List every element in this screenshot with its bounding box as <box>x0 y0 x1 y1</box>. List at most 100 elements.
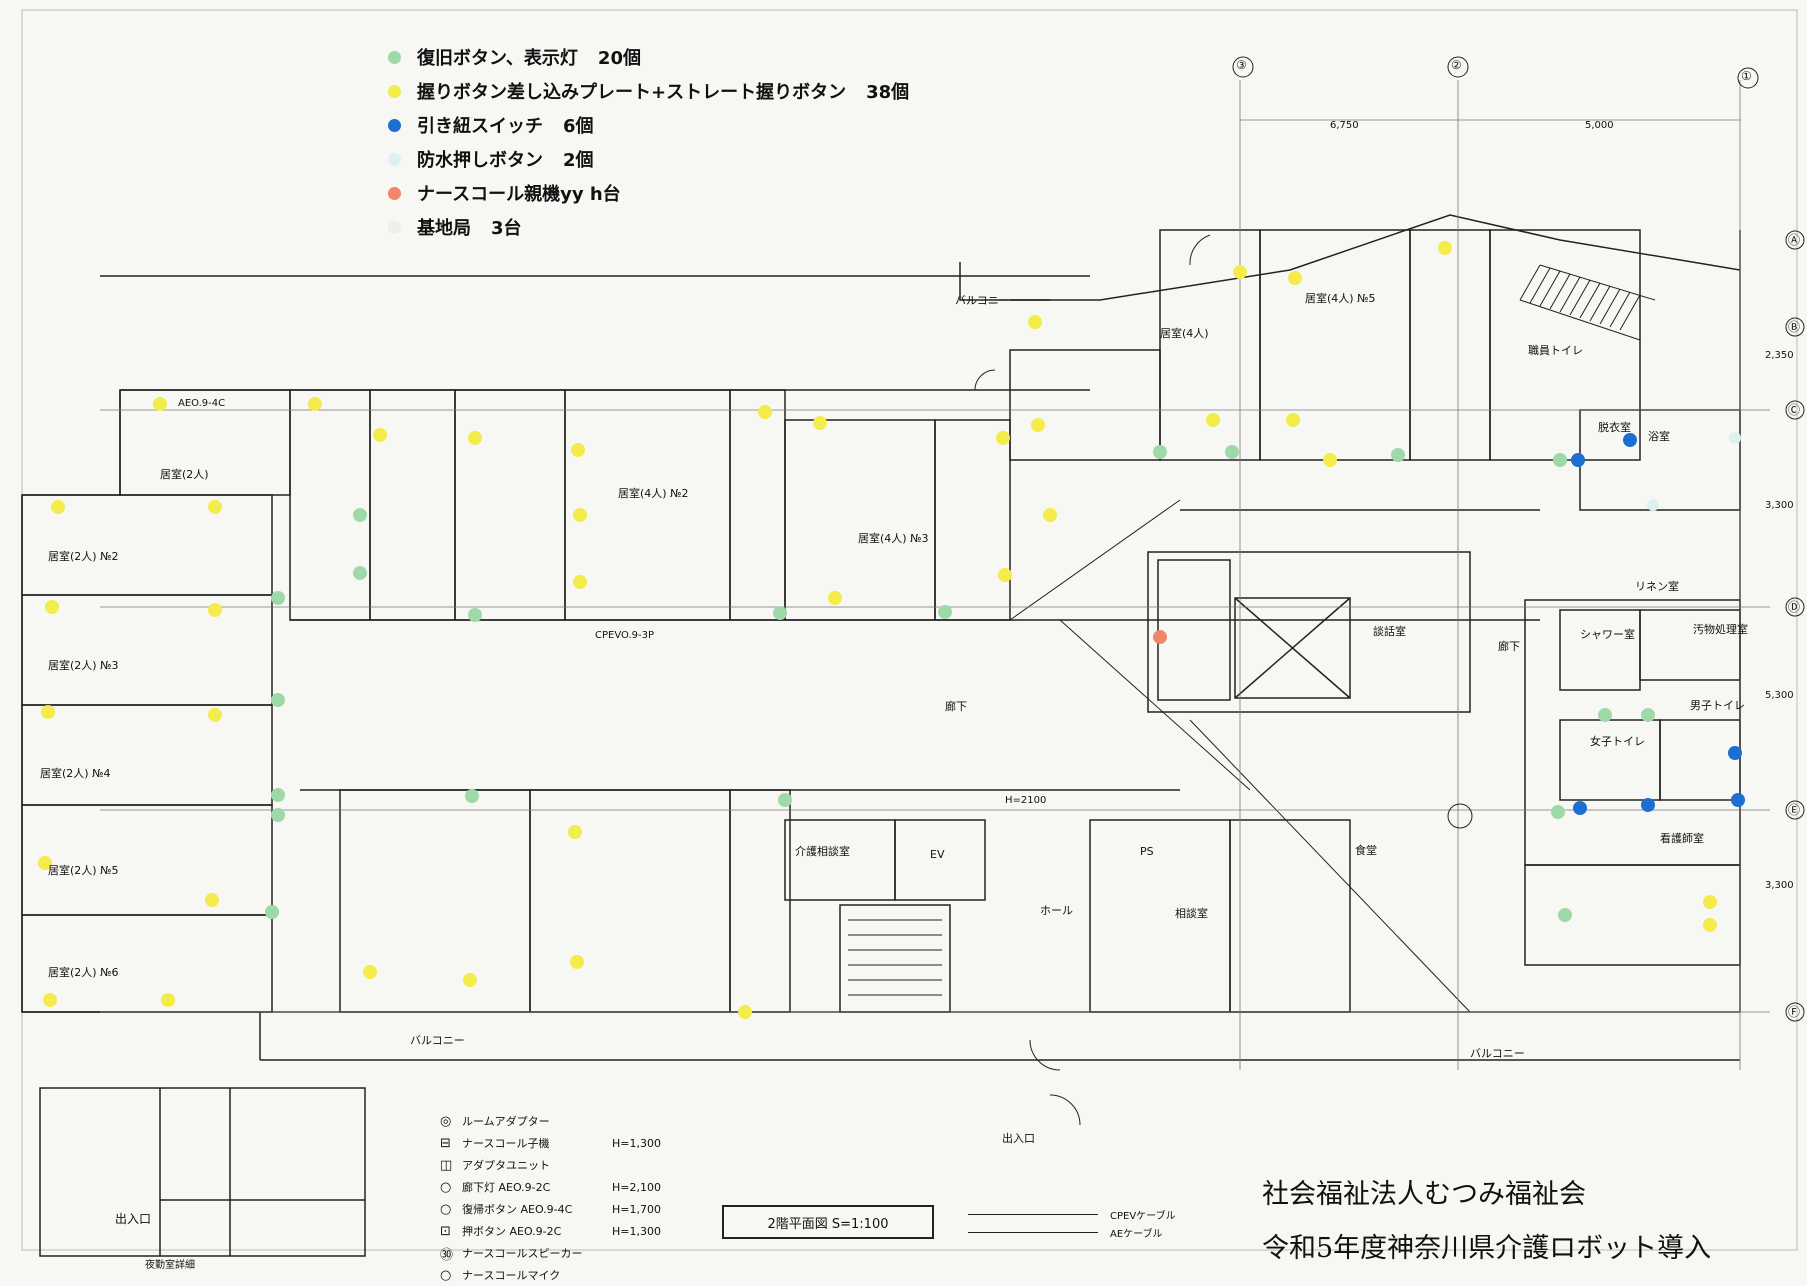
symbol-legend-symbol: ○ <box>440 1201 452 1217</box>
room-label: 居室(4人) №2 <box>618 487 689 500</box>
symbol-legend-name: ルームアダプター <box>462 1115 550 1128</box>
room-label: EV <box>930 848 945 861</box>
legend-label: 引き紐スイッチ <box>417 116 543 137</box>
room-label: バルコニー <box>410 1034 465 1047</box>
grid-axis-label: ② <box>1451 58 1462 72</box>
legend-dot-icon <box>388 220 401 234</box>
room-label: 相談室 <box>1175 907 1208 920</box>
cable-note: AEO.9-4C <box>178 398 226 409</box>
equipment-legend: 復旧ボタン、表示灯 20個握りボタン差し込みプレート+ストレート握りボタン 38個引… <box>388 40 909 244</box>
symbol-legend-item: ⊡ 押ボタン AEO.9-2C H=1,300 <box>440 1220 661 1242</box>
room-label: バルコニー <box>1470 1047 1525 1060</box>
room-label: バルコニー <box>955 294 1010 307</box>
room-label: 脱衣室 <box>1598 421 1631 434</box>
legend-count: 38個 <box>866 82 910 103</box>
legend-count: 3台 <box>491 218 522 239</box>
room-label: 職員トイレ <box>1528 344 1583 357</box>
legend-label: 握りボタン差し込みプレート+ストレート握りボタン <box>417 82 847 103</box>
dimension-label: 2,350 <box>1765 350 1794 361</box>
symbol-legend-name: ナースコールスピーカー <box>462 1247 583 1260</box>
room-label: PS <box>1140 845 1154 858</box>
legend-count: 20個 <box>597 48 641 69</box>
legend-item: 復旧ボタン、表示灯 20個 <box>388 40 909 74</box>
cable-note: CPEVO.9-3P <box>595 630 655 641</box>
room-label: 談話室 <box>1373 625 1406 638</box>
symbol-legend-symbol: ○ <box>440 1179 452 1195</box>
symbol-legend-item: ⊟ ナースコール子機 H=1,300 <box>440 1132 661 1154</box>
room-label: 介護相談室 <box>795 845 850 858</box>
grid-axis-label: Ⓑ <box>1788 320 1801 334</box>
grid-axis-label: Ⓒ <box>1788 403 1801 417</box>
cable-type: AEケーブル <box>1110 1228 1163 1240</box>
symbol-legend-item: ◎ルームアダプター <box>440 1110 661 1132</box>
legend-count: 6個 <box>563 116 594 137</box>
room-label: 浴室 <box>1648 430 1670 443</box>
symbol-legend-symbol: ◫ <box>440 1157 453 1173</box>
symbol-legend-height: H=1,300 <box>612 1136 661 1150</box>
room-label: 食堂 <box>1355 844 1377 857</box>
room-label: 居室(2人) <box>160 468 209 481</box>
room-label: 居室(4人) №3 <box>858 532 929 545</box>
symbol-legend-height: H=2,100 <box>612 1180 661 1194</box>
room-label: 居室(4人) <box>1160 327 1209 340</box>
grid-axis-label: Ⓕ <box>1788 1005 1801 1019</box>
symbol-legend: ◎ルームアダプター ⊟ ナースコール子機 H=1,300 ◫ アダプタユニット ○廊下灯 A… <box>440 1110 661 1286</box>
dimension-label: 5,000 <box>1585 120 1614 131</box>
legend-dot-icon <box>388 118 401 132</box>
room-label: 居室(2人) №6 <box>48 966 119 979</box>
room-label: 居室(2人) №2 <box>48 550 119 563</box>
room-label: 汚物処理室 <box>1693 623 1748 636</box>
room-label: 居室(2人) №3 <box>48 659 119 672</box>
cable-type: CPEVケーブル <box>1110 1210 1176 1222</box>
room-label: 看護師室 <box>1660 832 1704 845</box>
symbol-legend-name: ナースコールマイク <box>462 1269 561 1282</box>
grid-axis-label: ① <box>1741 69 1752 83</box>
legend-count: 2個 <box>563 150 594 171</box>
detail-caption: 夜勤室詳細 <box>145 1260 195 1271</box>
grid-axis-label: Ⓓ <box>1788 600 1801 614</box>
legend-item: 防水押しボタン 2個 <box>388 142 909 176</box>
grid-axis-label: Ⓔ <box>1788 803 1801 817</box>
symbol-legend-symbol: ㉚ <box>440 1247 454 1263</box>
plan-title: 2階平面図 S=1:100 <box>722 1205 934 1239</box>
legend-dot-icon <box>388 84 401 98</box>
dimension-label: 3,300 <box>1765 500 1794 511</box>
height-note: H=2100 <box>1005 795 1047 806</box>
document-subtitle: 令和5年度神奈川県介護ロボット導入 <box>1262 1233 1712 1264</box>
room-label: リネン室 <box>1635 580 1679 593</box>
legend-dot-icon <box>388 152 401 166</box>
legend-item: ナースコール親機yy h台 <box>388 176 909 210</box>
symbol-legend-name: ナースコール子機 <box>462 1137 550 1150</box>
cable-legend: CPEVケーブル AEケーブル <box>968 1205 1176 1241</box>
entrance-label: 出入口 <box>115 1212 152 1226</box>
legend-dot-icon <box>388 50 401 64</box>
legend-label: 基地局 <box>417 218 471 239</box>
legend-item: 引き紐スイッチ 6個 <box>388 108 909 142</box>
legend-item: 握りボタン差し込みプレート+ストレート握りボタン 38個 <box>388 74 909 108</box>
room-label: 居室(2人) №4 <box>40 767 111 780</box>
symbol-legend-symbol: ○ <box>440 1267 452 1283</box>
room-label: 居室(4人) №5 <box>1305 292 1376 305</box>
symbol-legend-name: 押ボタン AEO.9-2C <box>462 1225 562 1238</box>
room-label: シャワー室 <box>1580 628 1635 641</box>
room-label: 廊下 <box>945 700 967 713</box>
legend-label: 防水押しボタン <box>417 150 543 171</box>
symbol-legend-item: ○ ナースコールマイク <box>440 1264 661 1286</box>
organization-name: 社会福祉法人むつみ福祉会 <box>1262 1179 1586 1210</box>
symbol-legend-name: アダプタユニット <box>462 1159 550 1172</box>
symbol-legend-height: H=1,300 <box>612 1224 661 1238</box>
room-label: 廊下 <box>1498 640 1520 653</box>
symbol-legend-symbol: ⊟ <box>440 1135 451 1151</box>
dimension-label: 3,300 <box>1765 880 1794 891</box>
legend-label: 復旧ボタン、表示灯 <box>417 48 578 69</box>
symbol-legend-name: 復帰ボタン AEO.9-4C <box>462 1203 573 1216</box>
symbol-legend-item: ◫ アダプタユニット <box>440 1154 661 1176</box>
room-label: 居室(2人) №5 <box>48 864 119 877</box>
legend-label: ナースコール親機yy h台 <box>417 184 621 205</box>
room-label: 女子トイレ <box>1590 735 1645 748</box>
dimension-label: 6,750 <box>1330 120 1359 131</box>
symbol-legend-symbol: ⊡ <box>440 1223 451 1239</box>
